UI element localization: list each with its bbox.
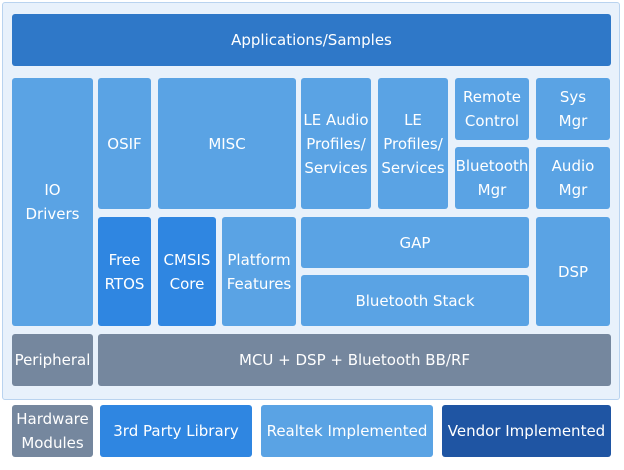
le-profiles-block: LE Profiles/ Services bbox=[378, 78, 448, 209]
peripheral-block: Peripheral bbox=[12, 334, 93, 386]
cmsis-core-block: CMSIS Core bbox=[158, 217, 216, 326]
le-audio-block: LE Audio Profiles/ Services bbox=[301, 78, 371, 209]
osif-block: OSIF bbox=[98, 78, 151, 209]
dsp-block: DSP bbox=[536, 217, 610, 326]
legend-vendor-implemented: Vendor Implemented bbox=[442, 405, 611, 457]
legend-hardware-modules: Hardware Modules bbox=[12, 405, 93, 457]
bluetooth-stack-block: Bluetooth Stack bbox=[301, 275, 529, 326]
io-drivers-block: IO Drivers bbox=[12, 78, 93, 326]
applications-block: Applications/Samples bbox=[12, 14, 611, 66]
audio-mgr-block: Audio Mgr bbox=[536, 147, 610, 209]
bluetooth-mgr-block: Bluetooth Mgr bbox=[455, 147, 529, 209]
gap-block: GAP bbox=[301, 217, 529, 268]
free-rtos-block: Free RTOS bbox=[98, 217, 151, 326]
mcu-dsp-bb-block: MCU + DSP + Bluetooth BB/RF bbox=[98, 334, 611, 386]
platform-features-block: Platform Features bbox=[222, 217, 296, 326]
misc-block: MISC bbox=[158, 78, 296, 209]
remote-control-block: Remote Control bbox=[455, 78, 529, 140]
legend-third-party-library: 3rd Party Library bbox=[100, 405, 252, 457]
legend-realtek-implemented: Realtek Implemented bbox=[261, 405, 433, 457]
sys-mgr-block: Sys Mgr bbox=[536, 78, 610, 140]
